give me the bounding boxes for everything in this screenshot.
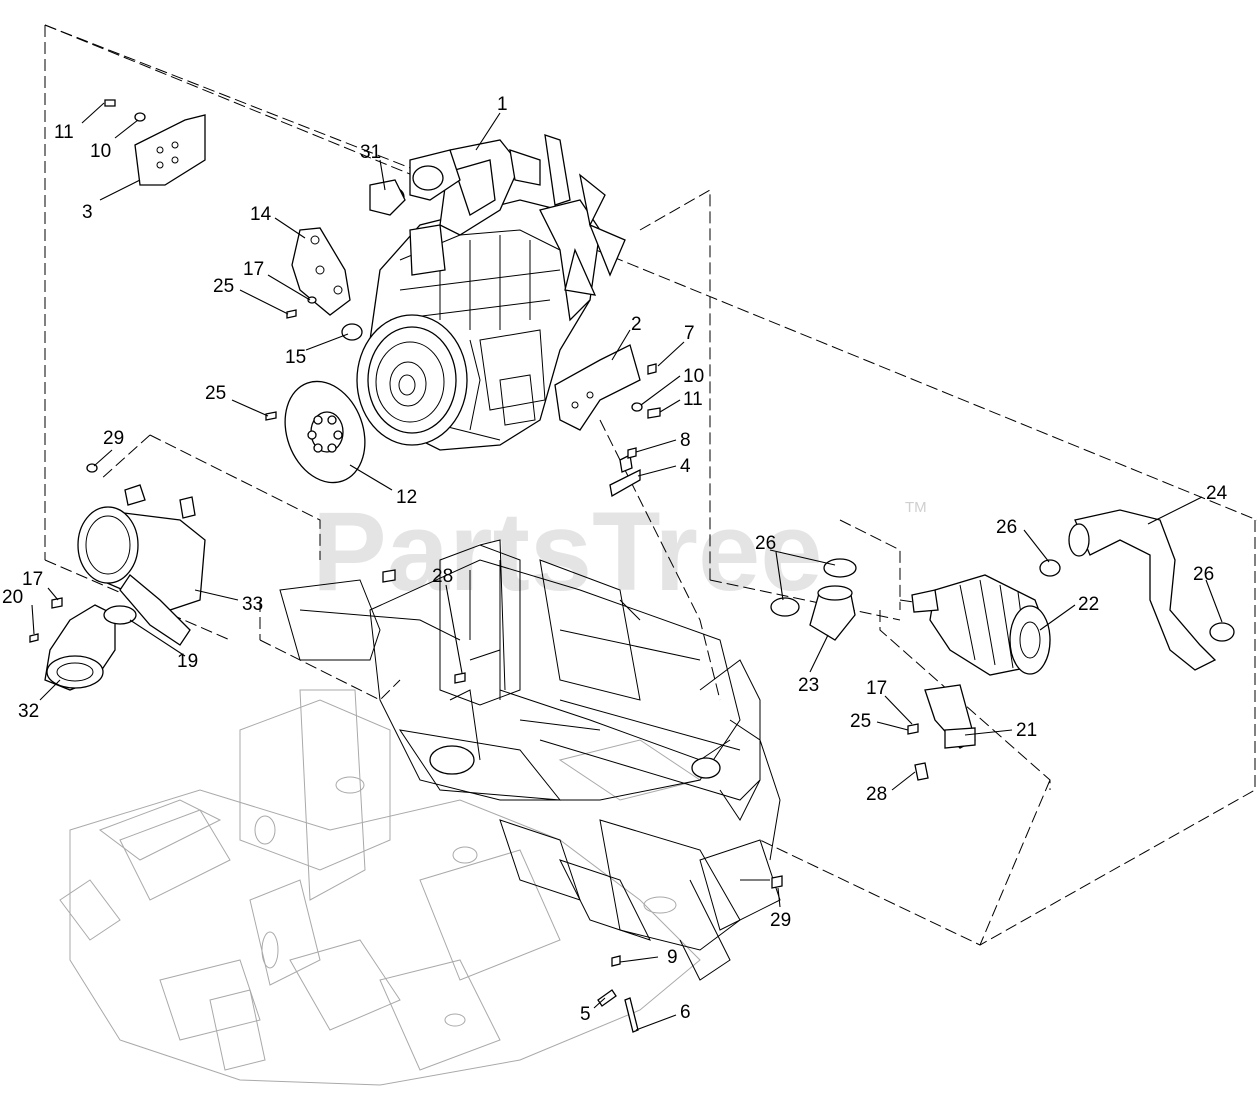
callout-20: 20	[2, 587, 23, 608]
callout-29: 29	[770, 910, 791, 931]
callout-6: 6	[680, 1002, 691, 1023]
callout-11: 11	[54, 122, 74, 143]
tractor-frame-ghost	[59, 689, 702, 1086]
callout-17: 17	[22, 569, 43, 590]
assembly-guide-lines	[44, 24, 1257, 946]
callout-28: 28	[866, 784, 887, 805]
callout-22: 22	[1078, 594, 1099, 615]
callout-19: 19	[177, 651, 198, 672]
callout-2: 2	[631, 314, 642, 335]
callout-21: 21	[1016, 720, 1037, 741]
callout-5: 5	[580, 1004, 591, 1025]
callout-17: 17	[866, 678, 887, 699]
callout-25: 25	[213, 276, 234, 297]
leader-lines	[31, 102, 1223, 1031]
callout-10: 10	[90, 141, 111, 162]
air-cleaner-assembly	[770, 509, 1235, 781]
callout-33: 33	[242, 594, 263, 615]
callout-4: 4	[680, 456, 691, 477]
mount-plate-left	[104, 99, 206, 186]
callout-11: 11	[683, 389, 703, 410]
callout-26: 26	[996, 517, 1017, 538]
muffler-assembly	[29, 463, 206, 691]
callout-12: 12	[396, 487, 417, 508]
heat-shield	[554, 344, 661, 498]
callout-17: 17	[243, 259, 264, 280]
callout-9: 9	[667, 947, 678, 968]
callout-3: 3	[82, 202, 93, 223]
engine-assembly	[356, 134, 626, 451]
callout-8: 8	[680, 430, 691, 451]
flex-plate	[265, 380, 366, 484]
lower-fasteners	[382, 569, 783, 1033]
callout-labels: 1 31 11 10 3 14 17 25 15 25 2 7 10 11 8 …	[2, 94, 1228, 1025]
callout-14: 14	[250, 204, 272, 225]
callout-25: 25	[205, 383, 226, 404]
callout-10: 10	[683, 366, 704, 387]
callout-7: 7	[684, 323, 695, 344]
bracket-14	[286, 227, 363, 341]
callout-23: 23	[798, 675, 819, 696]
callout-31: 31	[360, 142, 381, 163]
callout-1: 1	[497, 94, 508, 115]
callout-15: 15	[285, 347, 306, 368]
callout-26: 26	[755, 533, 776, 554]
callout-28: 28	[432, 566, 453, 587]
callout-24: 24	[1206, 483, 1228, 504]
callout-32: 32	[18, 701, 39, 722]
engine-mount-frame	[279, 539, 781, 981]
callout-25: 25	[850, 711, 871, 732]
callout-29: 29	[103, 428, 124, 449]
trademark-mark: TM	[905, 499, 927, 516]
callout-26: 26	[1193, 564, 1214, 585]
watermark-text: PartsTree	[312, 489, 823, 614]
turbo-gasket	[369, 179, 406, 216]
